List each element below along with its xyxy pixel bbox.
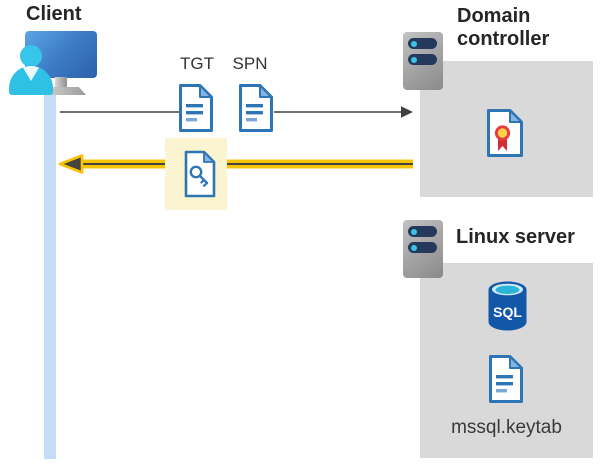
tgt-document-icon	[179, 84, 213, 132]
server-slot	[408, 38, 437, 49]
server-led	[411, 40, 417, 47]
server-led	[411, 244, 417, 251]
keytab-file-label: mssql.keytab	[451, 417, 562, 438]
person-collar	[22, 66, 40, 81]
linux-server-label: Linux server	[456, 226, 575, 248]
tgt-label: TGT	[180, 54, 214, 73]
server-led	[411, 228, 417, 235]
sql-database-icon: SQL	[488, 281, 527, 331]
server-slot	[408, 54, 437, 65]
server-led	[411, 56, 417, 63]
domain-controller-server-icon	[403, 32, 443, 90]
domain-controller-label: Domain controller	[457, 5, 550, 50]
spn-document-icon	[239, 84, 273, 132]
certificate-document-icon	[487, 109, 523, 157]
person-icon	[20, 45, 42, 67]
person-body	[9, 66, 53, 95]
key-document-icon	[184, 150, 216, 198]
client-timeline-bar	[44, 95, 56, 459]
client-label: Client	[26, 3, 82, 25]
keytab-document-icon	[489, 355, 523, 403]
request-arrow	[60, 106, 413, 118]
sql-database-text: SQL	[493, 304, 522, 320]
monitor-stand-base	[46, 87, 86, 95]
server-slot	[408, 226, 437, 237]
linux-server-icon	[403, 220, 443, 278]
monitor-stand-neck	[55, 77, 67, 87]
response-arrow	[58, 154, 413, 174]
server-slot	[408, 242, 437, 253]
spn-label: SPN	[232, 54, 268, 73]
